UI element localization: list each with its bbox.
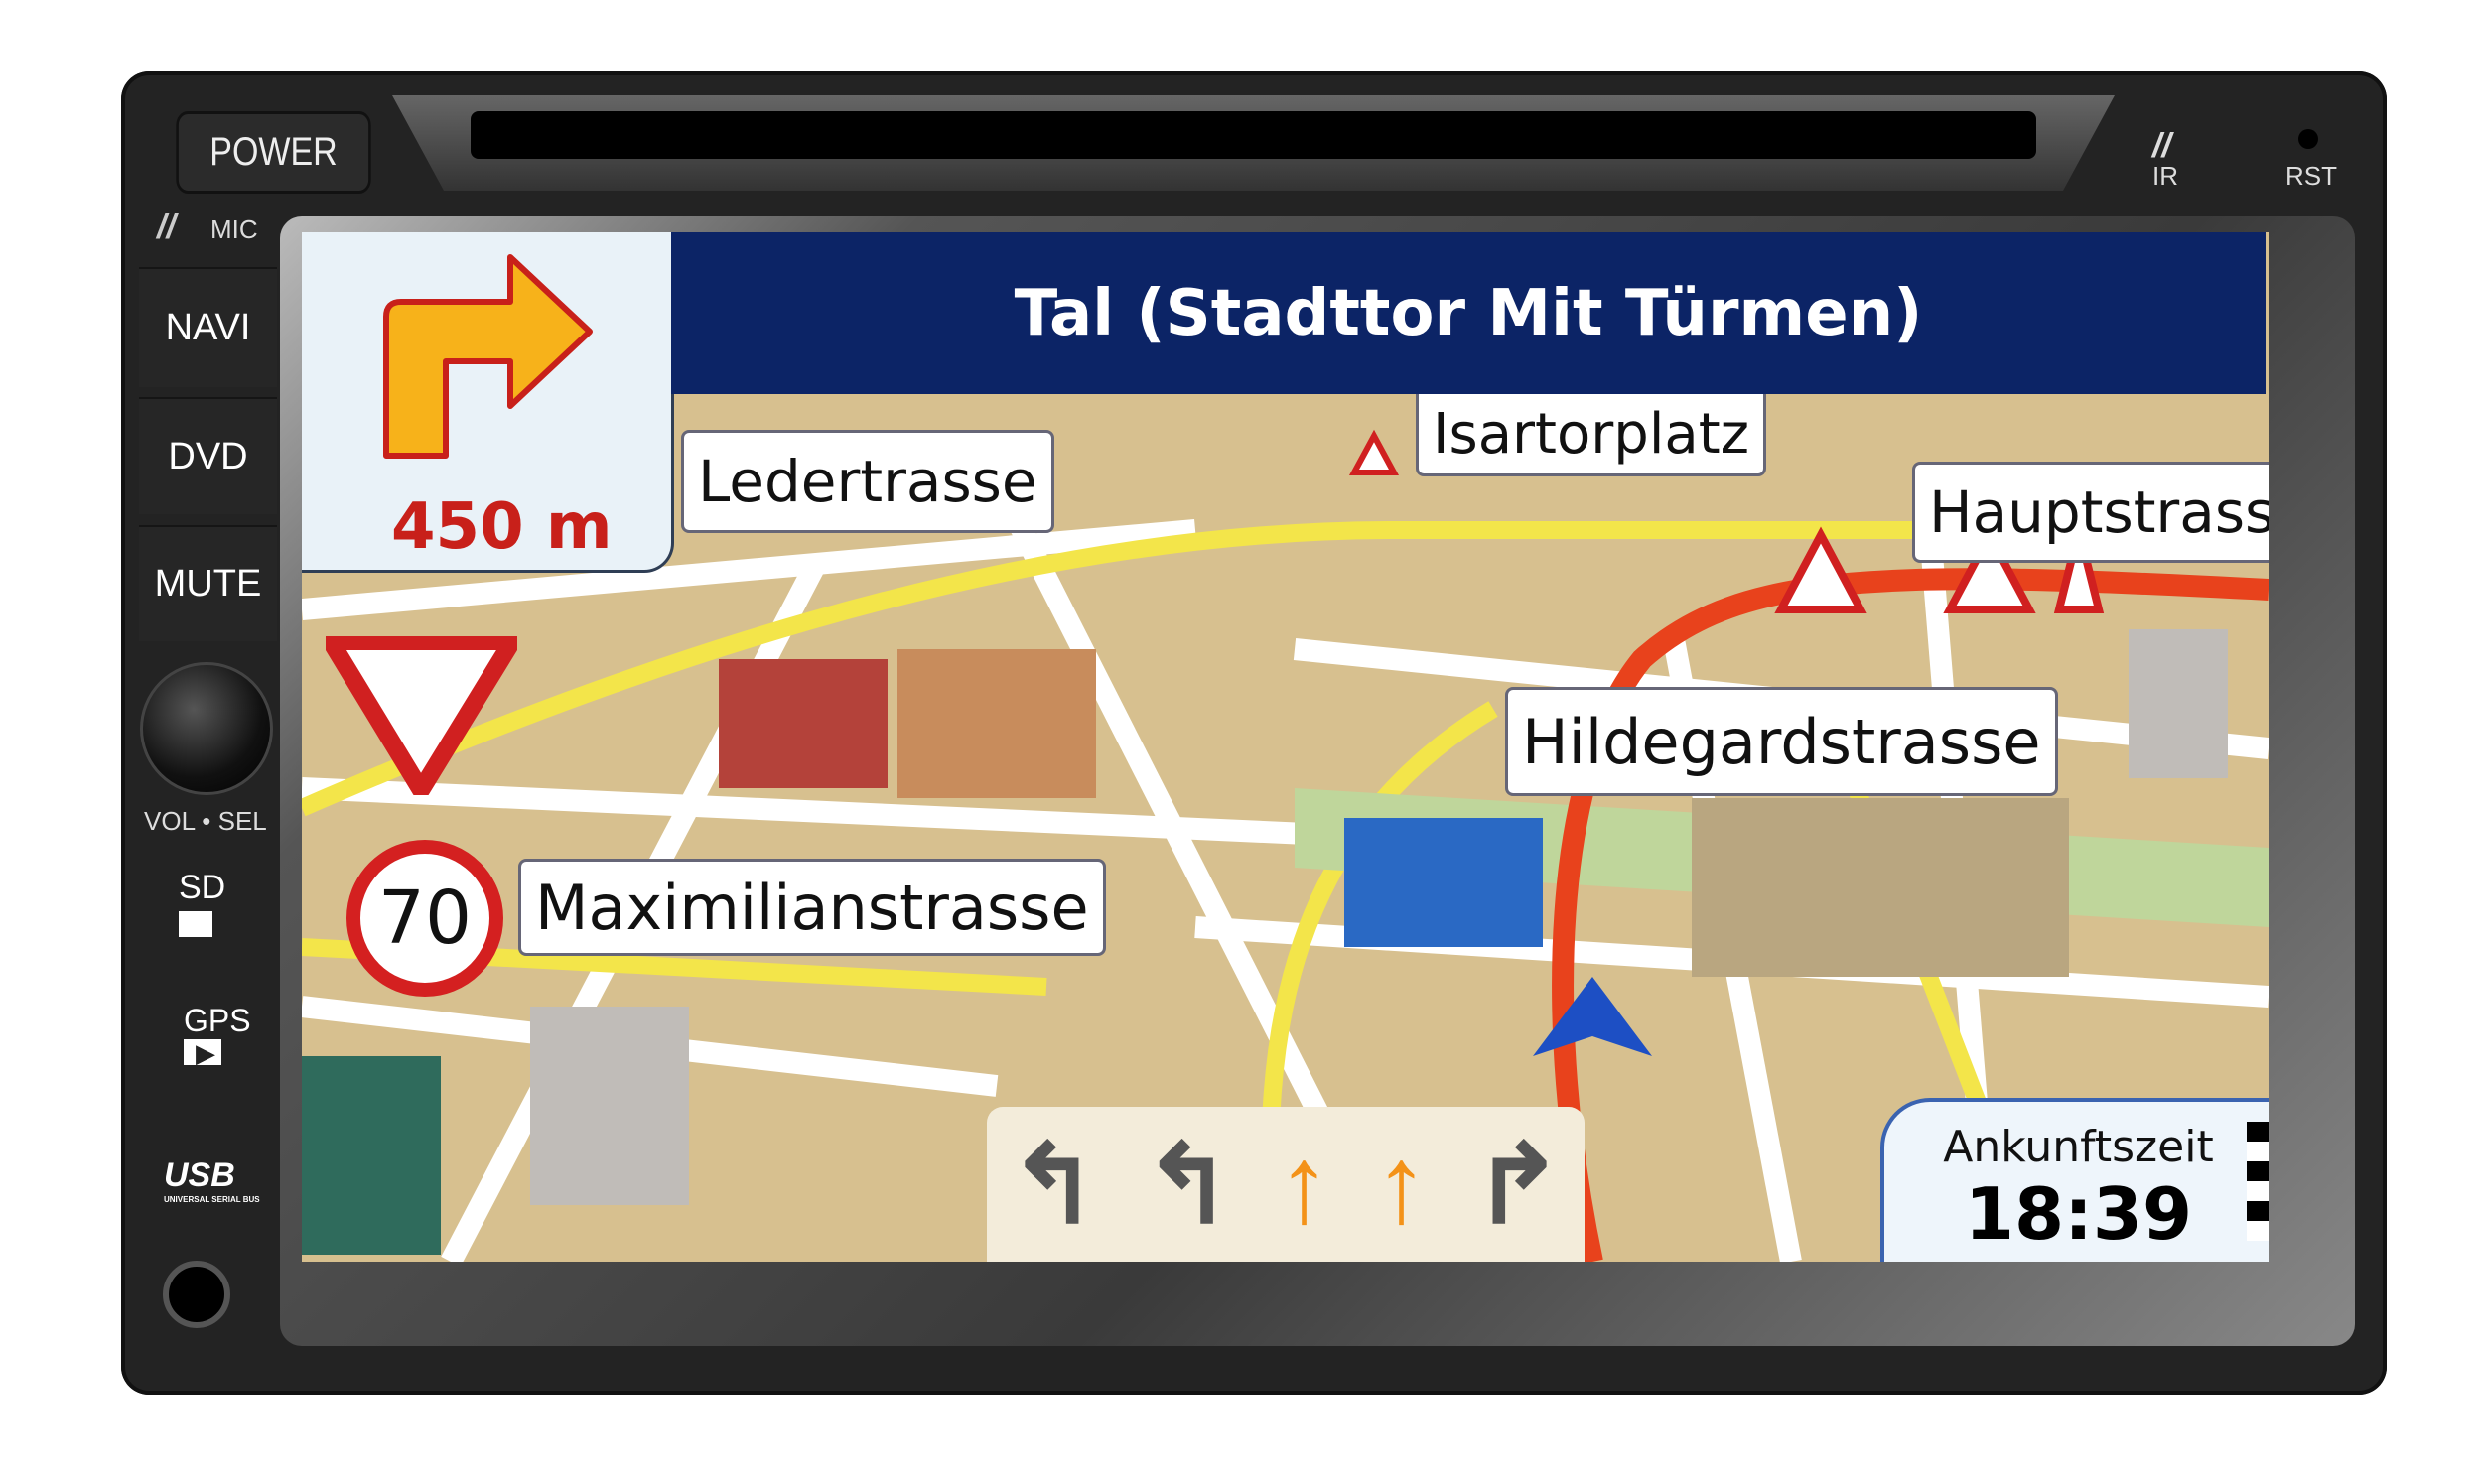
sd-slot[interactable]: SD	[179, 869, 225, 937]
gps-slot[interactable]: GPS▶	[184, 1003, 251, 1068]
yield-sign-icon	[326, 636, 517, 795]
ir-sensor-icon: //	[2152, 127, 2171, 165]
next-turn-panel: 450 m	[302, 232, 674, 573]
street-label: Isartorplatz	[1416, 394, 1767, 476]
lane-left-arrow-icon: ↰	[1142, 1124, 1234, 1246]
mic-icon: //	[157, 208, 176, 246]
building-landmark	[1692, 798, 2069, 977]
3d-buildings	[302, 629, 2228, 1255]
arrival-label: Ankunftszeit	[1943, 1122, 2214, 1172]
warning-icon	[1943, 526, 2036, 613]
arrival-time-panel[interactable]: Ankunftszeit 18:39	[1880, 1098, 2269, 1262]
roadworks-warning-icon	[1774, 526, 1867, 613]
disc-slot	[471, 111, 2036, 159]
lane-left-arrow-icon: ↰	[1008, 1124, 1100, 1246]
sd-card-icon	[179, 911, 212, 937]
dvd-label: DVD	[168, 435, 248, 477]
turn-distance: 450 m	[391, 490, 613, 564]
volume-knob[interactable]	[140, 662, 273, 795]
building-landmark	[1344, 818, 1543, 947]
lane-guidance: ↰ ↰ ↑ ↑ ↱	[987, 1107, 1585, 1262]
building-landmark	[530, 1007, 689, 1205]
lane-right-arrow-icon: ↱	[1471, 1124, 1564, 1246]
street-label: Hauptstrass	[1912, 462, 2269, 563]
building-landmark	[719, 659, 888, 788]
lane-straight-arrow-icon: ↑	[1277, 1123, 1332, 1246]
navi-button[interactable]: NAVI	[139, 267, 277, 387]
checkered-flag-icon	[2247, 1122, 2269, 1241]
arrival-time: 18:39	[1964, 1172, 2193, 1256]
warning-signs	[1348, 429, 2105, 613]
building-landmark	[897, 649, 1096, 798]
street-label: Ledertrasse	[681, 430, 1054, 533]
rst-label: RST	[2285, 161, 2337, 191]
speed-limit-sign: 70	[346, 840, 503, 997]
ir-label: IR	[2152, 161, 2178, 191]
sd-label: SD	[179, 869, 226, 906]
pedestrian-warning-icon	[1348, 429, 1400, 475]
vehicle-position-icon	[1533, 977, 1652, 1056]
reset-button[interactable]	[2298, 129, 2318, 149]
exclamation-warning-icon	[2053, 529, 2105, 613]
play-icon: ▶	[184, 1038, 221, 1068]
dvd-button[interactable]: DVD	[139, 397, 277, 514]
turn-right-arrow-icon	[383, 254, 593, 459]
mic-label: MIC	[210, 214, 258, 244]
lane-straight-arrow-icon: ↑	[1374, 1123, 1430, 1246]
street-label: Hildegardstrasse	[1505, 687, 2058, 796]
usb-label: USB	[164, 1156, 235, 1194]
usb-sub-label: UNIVERSAL SERIAL BUS	[164, 1195, 260, 1204]
building-landmark	[302, 1056, 441, 1255]
navigation-screen[interactable]: 450 m Tal (Stadttor Mit Türmen) Ledertra…	[302, 232, 2269, 1262]
mute-label: MUTE	[154, 563, 262, 605]
current-street-title: Tal (Stadttor Mit Türmen)	[671, 232, 2266, 394]
power-button[interactable]: POWER	[176, 111, 371, 194]
building-landmark	[2129, 629, 2228, 778]
mute-button[interactable]: MUTE	[139, 525, 277, 641]
street-label: Maximilianstrasse	[518, 859, 1106, 956]
aux-jack[interactable]	[163, 1261, 230, 1328]
navi-label: NAVI	[165, 307, 251, 348]
vol-sel-label: VOL • SEL	[144, 806, 267, 836]
gps-label: GPS	[184, 1003, 251, 1038]
